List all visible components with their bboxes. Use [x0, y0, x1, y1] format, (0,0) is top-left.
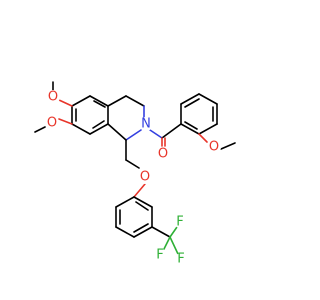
nitrogen-label: N [141, 117, 151, 132]
bond [133, 226, 153, 238]
atom-o-carbonyl: O [156, 147, 170, 162]
atom-o-methoxy6: O [46, 90, 60, 105]
atom-o-ether: O [138, 170, 152, 185]
bond [89, 123, 109, 135]
atom-label-background [156, 147, 170, 161]
bond [93, 100, 106, 108]
bond [115, 196, 135, 208]
atom-label-background [46, 90, 60, 104]
oxygen-label: O [140, 170, 150, 185]
bond [125, 129, 142, 141]
bond [71, 95, 91, 107]
bond [198, 133, 208, 143]
bond [161, 123, 182, 139]
bond [169, 226, 178, 238]
oxygen-label: O [47, 116, 57, 131]
atom-label-background [207, 140, 221, 154]
bond [107, 95, 127, 107]
bond [58, 118, 73, 125]
bond [151, 226, 171, 238]
bond [115, 226, 135, 238]
bond [184, 121, 198, 130]
atom-label-background [174, 216, 186, 228]
atom-label-layer: O O N O O O F F [45, 90, 221, 267]
atom-label-background [175, 253, 187, 265]
bond [163, 236, 171, 250]
bond [220, 142, 236, 150]
bond [133, 223, 149, 233]
oxygen-label: O [48, 90, 58, 105]
atom-label-background [154, 249, 166, 261]
bond [71, 123, 91, 135]
bond [133, 196, 153, 208]
bond [133, 183, 146, 198]
atom-f-1: F [174, 215, 186, 230]
oxygen-label: O [209, 140, 219, 155]
atom-n-ring: N [139, 117, 153, 132]
oxygen-label: O [158, 147, 168, 162]
bond [169, 236, 179, 255]
atom-f-3: F [154, 248, 166, 263]
fluorine-label: F [176, 215, 183, 230]
atom-o-methoxy-benzoyl: O [207, 140, 221, 155]
fluorine-label: F [156, 248, 163, 263]
bond [198, 123, 218, 135]
bond-layer [34, 81, 236, 255]
bond [149, 129, 163, 139]
atom-label-background [45, 116, 59, 130]
bond [34, 126, 46, 133]
atom-label-background [138, 170, 152, 184]
bond [92, 120, 105, 129]
bond [125, 95, 145, 107]
bond [180, 93, 200, 105]
atom-f-2: F [175, 252, 187, 267]
bond [125, 159, 140, 169]
bond [198, 93, 218, 105]
bond [180, 123, 200, 135]
bond [58, 99, 73, 107]
bond [135, 201, 149, 211]
atom-o-methoxy7: O [45, 116, 59, 131]
molecule-structure-diagram: O O N O O O F F [34, 81, 236, 267]
atom-label-background [139, 117, 153, 131]
bond [89, 95, 109, 107]
bond [184, 98, 200, 108]
fluorine-label: F [177, 252, 184, 267]
bond [107, 123, 127, 141]
